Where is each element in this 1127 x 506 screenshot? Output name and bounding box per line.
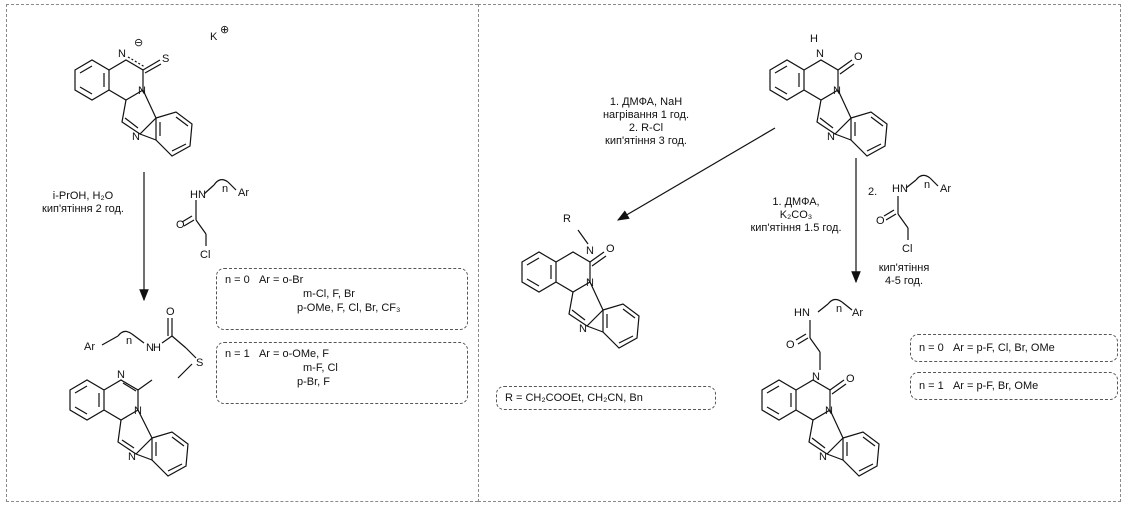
route-a-product-structure <box>521 229 640 349</box>
route-a-r-groups: R = CH₂COOEt, CH₂CN, Bn <box>505 392 643 404</box>
left-n0-line3: p-OMe, F, Cl, Br, CF₃ <box>297 302 401 314</box>
left-start-plus-charge: ⊕ <box>220 24 229 36</box>
route-a-conditions-line2: нагрівання 1 год. <box>602 109 690 121</box>
route-b-substituents-n0-box: n = 0 Ar = p-F, Cl, Br, OMe <box>910 334 1118 362</box>
left-product-ar: Ar <box>84 341 95 353</box>
route-a-n-bridge: N <box>586 277 594 289</box>
route-b-reagent-o: O <box>876 215 885 227</box>
route-b-reagent-cl: Cl <box>902 243 912 255</box>
route-b-step1-line1: 1. ДМФА, <box>772 196 820 208</box>
route-b-conditions-step1: 1. ДМФА, K₂CO₃ кип'ятіння 1.5 год. <box>740 196 852 235</box>
route-a-conditions-line1: 1. ДМФА, NaH <box>609 96 683 108</box>
route-b-product-ar: Ar <box>852 307 863 319</box>
left-reagent-n-index: n <box>222 183 228 195</box>
route-b-product-n-imidazole: N <box>819 451 827 463</box>
left-start-k-label: K <box>210 31 218 43</box>
route-b-step2-number: 2. <box>868 186 878 198</box>
route-b-product-n-index: n <box>836 303 842 315</box>
route-b-product-o-ring: O <box>846 373 855 385</box>
left-substituents-n0-box: n = 0 Ar = o-Br m-Cl, F, Br p-OMe, F, Cl… <box>216 268 468 330</box>
left-reagent-o: O <box>176 219 185 231</box>
route-b-step1-line3: кип'ятіння 1.5 год. <box>750 222 842 234</box>
left-n1-line3: p-Br, F <box>297 376 331 388</box>
route-a-conditions-line3: 2. R-Cl <box>628 122 664 134</box>
route-a-n: N <box>586 245 594 257</box>
route-b-step2-line2: 4-5 год. <box>884 275 924 287</box>
left-conditions-line1: i-PrOH, H₂O <box>52 190 114 202</box>
atom-labels: N ⊖ S K ⊕ N N HN n Ar O Cl Ar n N H O S … <box>84 24 951 463</box>
route-b-product-n-bridge: N <box>825 405 833 417</box>
route-b-substituents-n1-box: n = 1 Ar = p-F, Br, OMe <box>910 372 1118 400</box>
right-start-n-imidazole: N <box>827 131 835 143</box>
route-a-r: R <box>563 213 571 225</box>
right-start-n-bridge: N <box>833 85 841 97</box>
left-start-n-bridge: N <box>138 85 146 97</box>
left-product-o: O <box>166 306 175 318</box>
left-start-minus-charge: ⊖ <box>134 37 143 49</box>
left-conditions-line2: кип'ятіння 2 год. <box>42 203 124 215</box>
route-b-product-hn: HN <box>794 307 810 319</box>
right-start-n: N <box>816 48 824 60</box>
route-a-n-imidazole: N <box>579 323 587 335</box>
left-start-structure <box>74 56 193 157</box>
left-start-s-label: S <box>162 53 169 65</box>
route-a-conditions: 1. ДМФА, NaH нагрівання 1 год. 2. R-Cl к… <box>576 96 716 148</box>
right-start-h: H <box>810 33 818 45</box>
left-reagent-structure <box>181 179 237 246</box>
left-reagent-hn: HN <box>190 189 206 201</box>
route-b-n0-label: n = 0 <box>919 342 944 354</box>
left-n0-line1: Ar = o-Br <box>258 274 304 286</box>
left-n1-line2: m-F, Cl <box>303 362 338 374</box>
route-b-reagent-structure <box>883 174 939 240</box>
left-n0-line2: m-Cl, F, Br <box>303 288 355 300</box>
route-b-n1-label: n = 1 <box>919 380 944 392</box>
left-product-n-index: n <box>126 335 132 347</box>
right-scheme-panel <box>478 4 1121 502</box>
left-reagent-ar: Ar <box>238 187 249 199</box>
left-n0-label: n = 0 <box>225 274 250 286</box>
route-a-o: O <box>606 243 615 255</box>
route-b-n1-text: Ar = p-F, Br, OMe <box>952 380 1039 392</box>
left-conditions: i-PrOH, H₂O кип'ятіння 2 год. <box>28 190 138 216</box>
route-b-reagent-ar: Ar <box>940 183 951 195</box>
left-product-n: N <box>146 342 154 354</box>
route-b-reagent-n-index: n <box>924 179 930 191</box>
left-product-n-imidazole: N <box>128 451 136 463</box>
left-n1-label: n = 1 <box>225 348 250 360</box>
route-a-arrow <box>616 127 776 221</box>
left-scheme-panel <box>6 4 478 502</box>
route-b-conditions-step2: кип'ятіння 4-5 год. <box>872 262 936 288</box>
left-start-n-label: N <box>118 48 126 60</box>
route-b-step2-line1: кип'ятіння <box>878 262 930 274</box>
left-product-n-bridge: N <box>134 405 142 417</box>
route-a-r-groups-box: R = CH₂COOEt, CH₂CN, Bn <box>496 386 716 410</box>
route-b-product-structure <box>761 298 880 477</box>
route-a-conditions-line4: кип'ятіння 3 год. <box>605 135 687 147</box>
right-start-structure <box>769 59 888 157</box>
left-product-n-ring: N <box>117 369 125 381</box>
route-b-product-n: N <box>812 371 820 383</box>
left-substituents-n1-box: n = 1 Ar = o-OMe, F m-F, Cl p-Br, F <box>216 342 468 404</box>
left-product-structure <box>69 318 197 477</box>
left-product-h: H <box>153 342 161 354</box>
left-reagent-cl: Cl <box>200 249 210 261</box>
left-product-s: S <box>196 357 203 369</box>
left-start-n-imidazole: N <box>132 131 140 143</box>
left-n1-line1: Ar = o-OMe, F <box>258 348 329 360</box>
route-b-n0-text: Ar = p-F, Cl, Br, OMe <box>952 342 1055 354</box>
right-start-o: O <box>854 51 863 63</box>
route-b-step1-line2: K₂CO₃ <box>779 209 813 221</box>
route-b-reagent-hn: HN <box>892 183 908 195</box>
route-b-product-o: O <box>786 339 795 351</box>
